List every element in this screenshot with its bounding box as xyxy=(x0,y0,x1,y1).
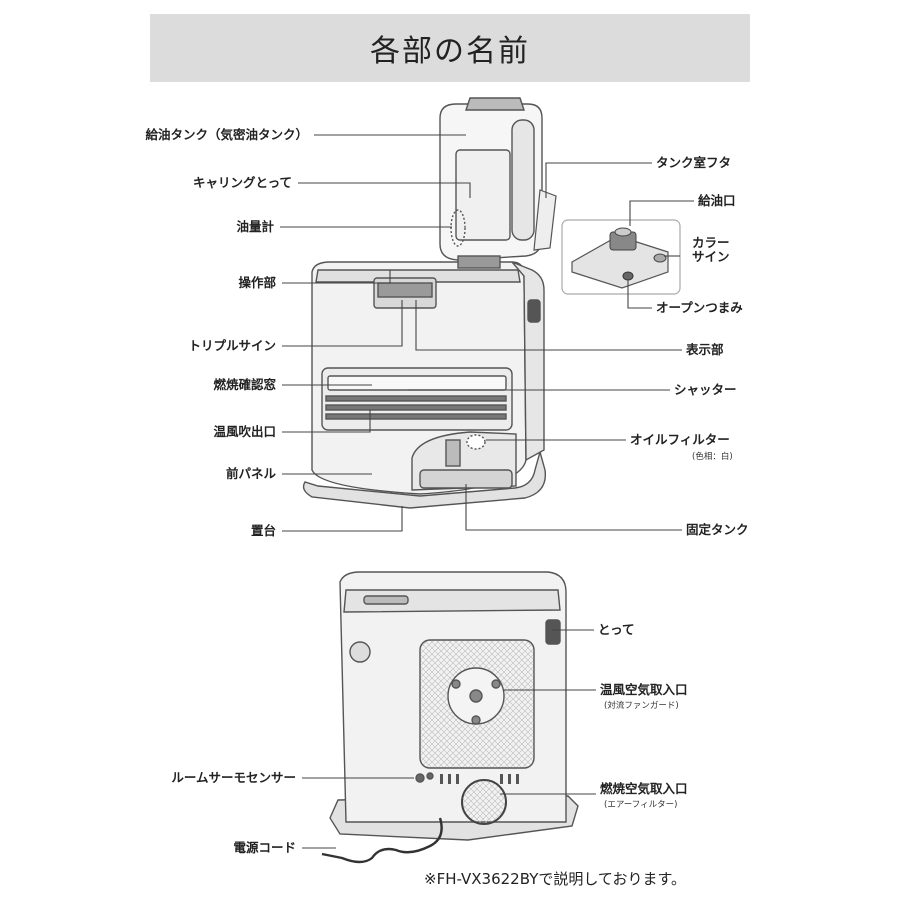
oil-filter-shape xyxy=(445,439,461,467)
label-combustion-air-intake: 燃焼空気取入口 xyxy=(600,781,688,796)
air-filter xyxy=(461,779,507,825)
label-combustion-air-intake-note: (エアーフィルター) xyxy=(604,800,678,810)
label-tank-lid: タンク室フタ xyxy=(656,155,732,170)
room-sensor-shape xyxy=(415,773,425,783)
display-window xyxy=(377,282,433,298)
label-combustion-window: 燃焼確認窓 xyxy=(213,377,276,392)
warm-air-louvers xyxy=(325,395,507,420)
oil-filter-top xyxy=(466,434,486,450)
label-handle: とって xyxy=(598,622,635,637)
front-leader-lines xyxy=(280,134,694,532)
label-triple-sign: トリプルサイン xyxy=(188,338,276,353)
back-round-cap xyxy=(349,641,371,663)
page-title: 各部の名前 xyxy=(370,34,530,69)
power-cord-shape xyxy=(321,817,443,864)
shutter-bar xyxy=(327,375,507,391)
label-shutter: シャッター xyxy=(674,382,737,397)
label-refuel-port: 給油口 xyxy=(698,193,736,208)
label-refuel-tank: 給油タンク（気密油タンク） xyxy=(145,127,308,142)
label-power-cord: 電源コード xyxy=(233,840,296,855)
label-room-sensor: ルームサーモセンサー xyxy=(171,770,296,785)
label-display: 表示部 xyxy=(686,342,724,357)
back-vent-slots xyxy=(440,774,519,784)
side-handle xyxy=(527,299,541,323)
label-control-panel: 操作部 xyxy=(238,275,276,290)
back-heater xyxy=(329,571,579,841)
heater-top xyxy=(315,269,521,283)
back-slot xyxy=(363,595,409,605)
label-carrying-handle: キャリングとって xyxy=(192,175,292,190)
back-handle-shape xyxy=(545,619,561,645)
label-front-panel: 前パネル xyxy=(225,466,276,481)
label-oil-gauge: 油量計 xyxy=(236,219,274,234)
label-warm-air-intake-note: (対流ファンガード) xyxy=(604,701,679,711)
refuel-port-inset xyxy=(561,219,681,295)
label-color-sign-line1: カラー xyxy=(692,235,730,250)
front-heater xyxy=(302,261,547,509)
label-oil-filter: オイルフィルター xyxy=(630,432,730,447)
label-open-knob: オープンつまみ xyxy=(656,300,743,315)
label-color-sign-line2: サイン xyxy=(692,249,730,264)
label-fixed-tank: 固定タンク xyxy=(686,522,749,537)
base-tray xyxy=(302,449,547,509)
label-oil-filter-note: (色相：白) xyxy=(692,452,733,462)
label-warm-air-intake: 温風空気取入口 xyxy=(600,682,688,697)
refuel-tank-shape xyxy=(439,97,543,269)
back-leader-lines xyxy=(302,629,596,849)
label-base: 置台 xyxy=(250,523,276,538)
title-bar: 各部の名前 xyxy=(150,14,750,82)
tank-lid-shape xyxy=(533,189,557,251)
label-warm-air-outlet: 温風吹出口 xyxy=(213,424,276,439)
footnote: ※FH-VX3622BYで説明しております。 xyxy=(424,870,686,888)
